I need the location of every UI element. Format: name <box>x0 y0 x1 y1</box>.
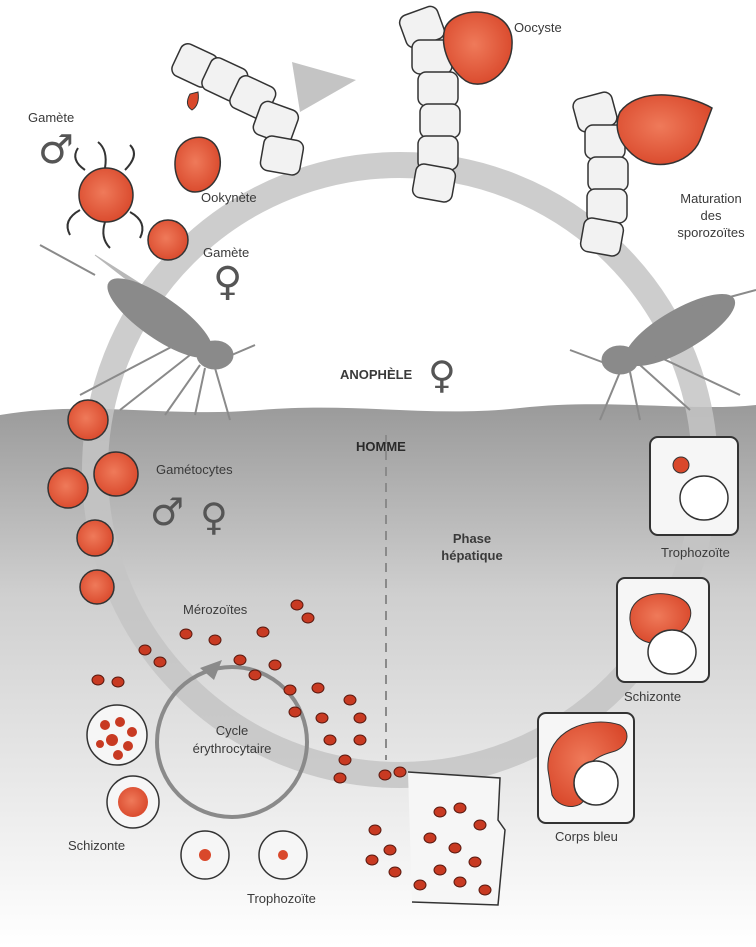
label-anophele: ANOPHÈLE <box>340 367 412 382</box>
label-corps-bleu: Corps bleu <box>555 829 618 844</box>
schizont-liver-nucleus <box>648 630 696 674</box>
label-cycle-erythrocytaire: Cycle érythrocytaire <box>180 722 284 758</box>
corps-bleu-nucleus <box>574 761 618 805</box>
male-gamete-body <box>79 168 133 222</box>
label-phase-line2: hépatique <box>430 547 514 564</box>
trophozoite-dot-2 <box>278 850 288 860</box>
bursting-oocyst <box>617 95 712 165</box>
male-symbol-gametocytes: ♂ <box>150 493 184 531</box>
male-symbol-top: ♂ <box>38 130 74 170</box>
label-maturation-line3: sporozoïtes <box>666 224 756 241</box>
label-gamete-female: Gamète <box>203 245 249 260</box>
trophozoite-dot-1 <box>199 849 211 861</box>
label-schizonte-left: Schizonte <box>68 838 125 853</box>
female-symbol-gametocytes: ♀ <box>200 498 228 536</box>
ookynete <box>175 137 220 192</box>
label-homme: HOMME <box>356 439 406 454</box>
label-ookynete: Ookynète <box>201 190 257 205</box>
label-cycle-line1: Cycle <box>180 722 284 740</box>
label-maturation: Maturation des sporozoïtes <box>666 190 756 241</box>
trophozoite-liver-parasite <box>673 457 689 473</box>
trophozoite-liver-nucleus <box>680 476 728 520</box>
label-oocyste: Oocyste <box>514 20 562 35</box>
female-symbol-top: ♀ <box>213 262 242 302</box>
cycle-arrowhead <box>292 62 356 112</box>
label-maturation-line1: Maturation <box>666 190 756 207</box>
label-gamete-male: Gamète <box>28 110 74 125</box>
label-trophozoite-bottom: Trophozoïte <box>247 891 316 906</box>
label-cycle-line2: érythrocytaire <box>180 740 284 758</box>
label-phase-line1: Phase <box>430 530 514 547</box>
label-maturation-line2: des <box>666 207 756 224</box>
female-symbol-anophele: ♀ <box>428 356 456 394</box>
label-trophozoite-right: Trophozoïte <box>661 545 730 560</box>
schizont-left-content <box>118 787 148 817</box>
label-schizonte-right: Schizonte <box>624 689 681 704</box>
ookynete-drop <box>187 92 198 110</box>
label-merozoites: Mérozoïtes <box>183 602 247 617</box>
female-gamete <box>148 220 188 260</box>
label-gametocytes: Gamétocytes <box>156 462 233 477</box>
label-phase-hepatique: Phase hépatique <box>430 530 514 564</box>
